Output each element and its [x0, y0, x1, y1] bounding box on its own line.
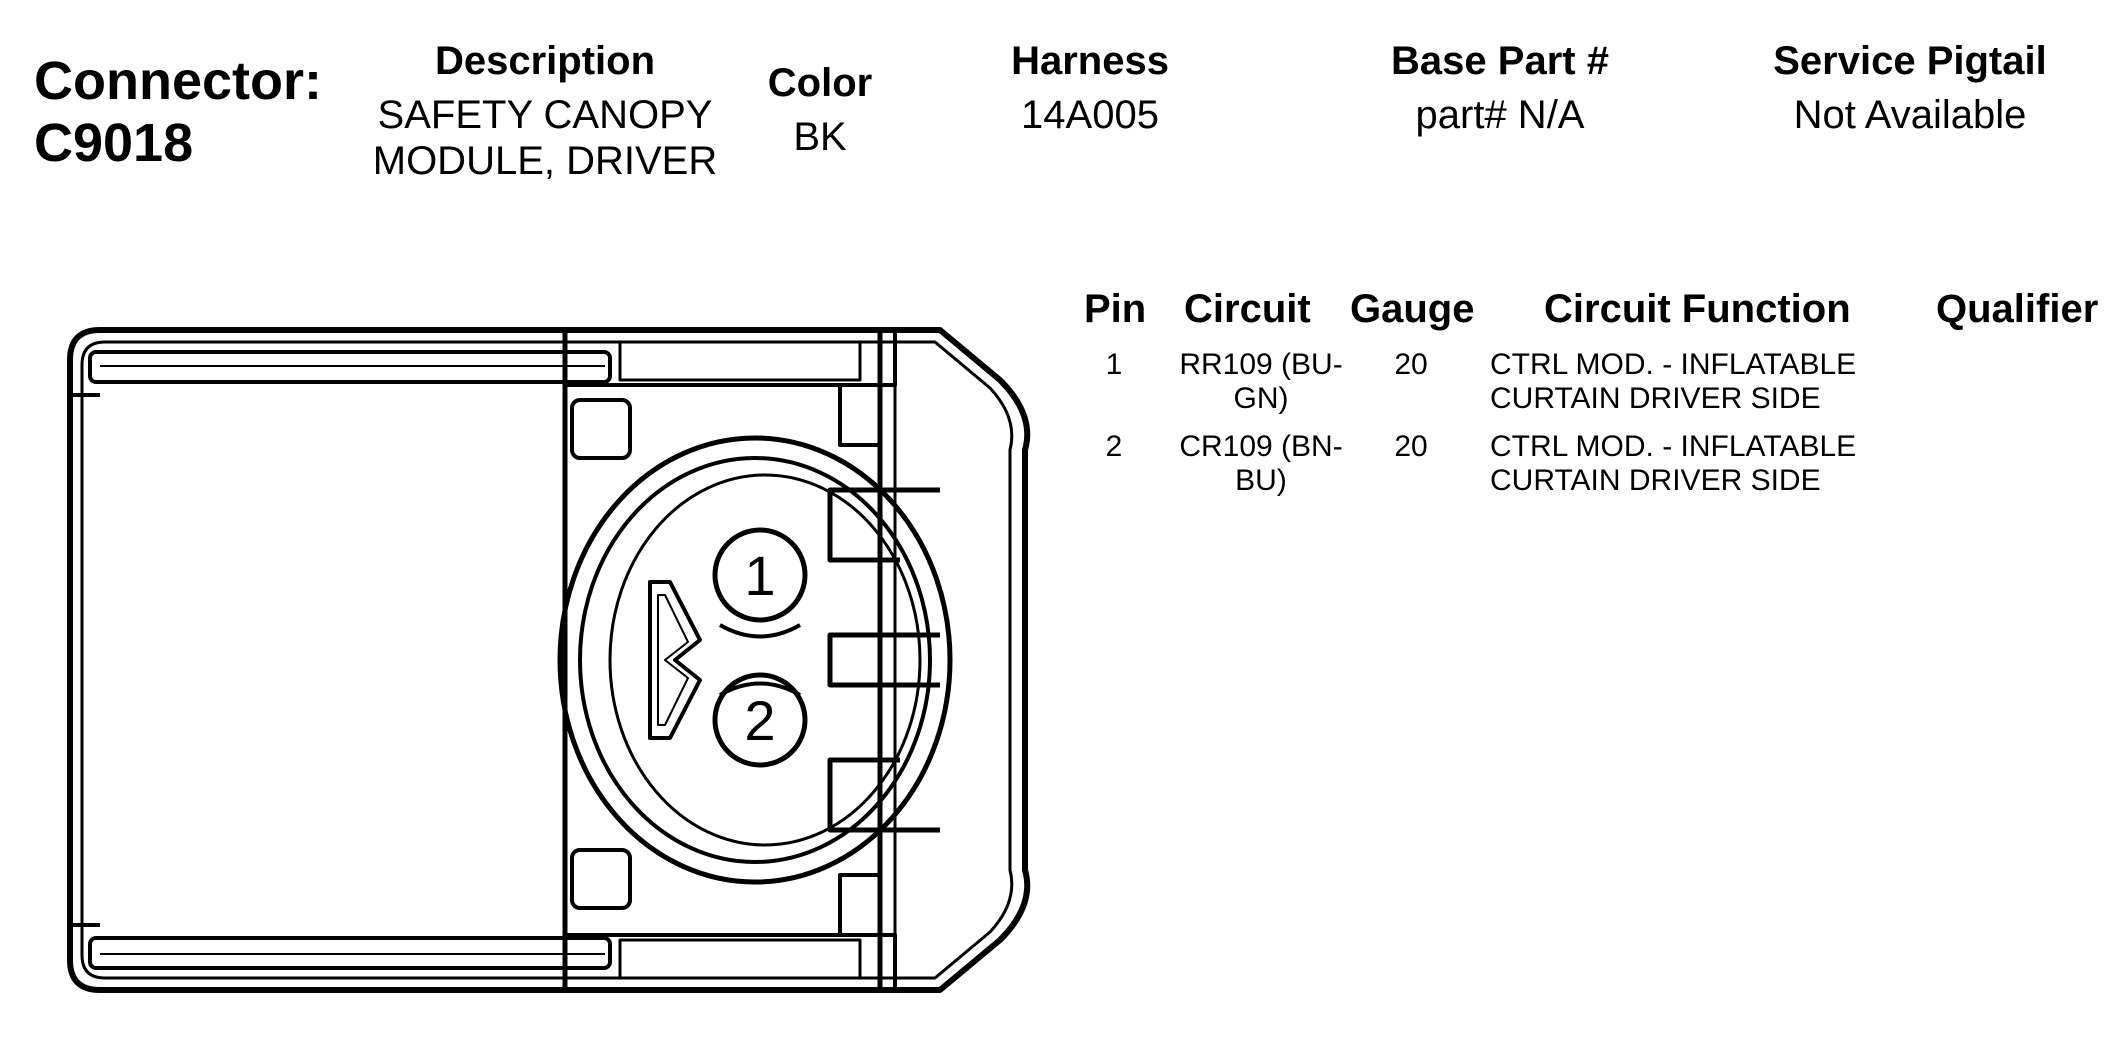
row2-gauge: 20: [1394, 430, 1428, 463]
housing-outline: [67, 327, 1031, 993]
description-line2: MODULE, DRIVER: [372, 139, 718, 183]
polarizing-key-inner: [657, 594, 689, 726]
description-heading: Description: [434, 39, 656, 83]
top-rail: [88, 350, 612, 384]
mating-face-inner: [608, 473, 922, 847]
connector-heading: Connector: C9018: [34, 50, 322, 174]
row1-circuit-line2: GN): [1233, 382, 1289, 415]
top-channel-inner: [618, 340, 862, 382]
harness-column: Harness 14A005: [980, 38, 1200, 138]
top-channel: [563, 328, 897, 387]
description-line1: SAFETY CANOPY: [377, 93, 713, 137]
key-slot-mid: [827, 632, 940, 688]
row2-function-line2: CURTAIN DRIVER SIDE: [1490, 464, 1821, 497]
row2-function-line1: CTRL MOD. - INFLATABLE: [1490, 430, 1857, 463]
harness-heading: Harness: [1011, 39, 1169, 83]
row1-function-line1: CTRL MOD. - INFLATABLE: [1490, 348, 1857, 381]
row1-circuit-line1: RR109 (BU-: [1179, 348, 1343, 381]
bottom-channel-inner: [618, 938, 862, 980]
column-header-pin: Pin: [1084, 287, 1147, 331]
row1-gauge: 20: [1394, 348, 1428, 381]
color-value: BK: [793, 115, 847, 159]
mating-face-outer: [557, 435, 953, 885]
column-header-circuit: Circuit: [1184, 287, 1311, 331]
right-shoulder-top: [838, 383, 882, 447]
mating-face-ring: [578, 456, 932, 864]
row1-circuit: RR109 (BU- GN): [1176, 348, 1346, 416]
color-heading: Color: [767, 61, 873, 105]
row2-circuit-function: CTRL MOD. - INFLATABLE CURTAIN DRIVER SI…: [1490, 430, 1910, 498]
right-shoulder-bottom: [838, 873, 882, 937]
bottom-channel: [563, 933, 897, 992]
pin-cavity-2: [712, 672, 808, 768]
bottom-rail: [88, 936, 612, 970]
polarizing-key: [648, 580, 702, 740]
pin-cavity-1: [712, 527, 808, 623]
row2-circuit-line1: CR109 (BN-: [1179, 430, 1343, 463]
key-slot-bottom: [827, 757, 940, 833]
base-part-value: part# N/A: [1415, 93, 1585, 137]
column-header-gauge: Gauge: [1350, 287, 1475, 331]
base-part-heading: Base Part #: [1391, 39, 1609, 83]
housing-inner-outline: [80, 340, 1014, 980]
row2-circuit-line2: BU): [1235, 464, 1287, 497]
column-header-qualifier: Qualifier: [1936, 287, 2099, 331]
row1-pin: 1: [1105, 348, 1123, 381]
color-column: Color BK: [755, 60, 885, 160]
key-slot-top: [827, 487, 940, 563]
column-header-circuit-function: Circuit Function: [1544, 287, 1851, 331]
row1-function-line2: CURTAIN DRIVER SIDE: [1490, 382, 1821, 415]
service-pigtail-column: Service Pigtail Not Available: [1720, 38, 2100, 138]
base-part-column: Base Part # part# N/A: [1360, 38, 1640, 138]
row2-circuit: CR109 (BN- BU): [1176, 430, 1346, 498]
connector-id: C9018: [34, 113, 194, 173]
connector-label: Connector:: [34, 51, 322, 111]
connector-face-drawing: 1 2: [67, 327, 1031, 993]
harness-value: 14A005: [1021, 93, 1159, 137]
service-pigtail-value: Not Available: [1793, 93, 2027, 137]
pin-label-2: 2: [744, 689, 775, 752]
latch-square-top: [570, 398, 632, 460]
row1-circuit-function: CTRL MOD. - INFLATABLE CURTAIN DRIVER SI…: [1490, 348, 1910, 416]
service-pigtail-heading: Service Pigtail: [1773, 39, 2047, 83]
pin-label-1: 1: [744, 544, 775, 607]
latch-square-bottom: [570, 848, 632, 910]
row2-pin: 2: [1105, 430, 1123, 463]
description-column: Description SAFETY CANOPY MODULE, DRIVER: [355, 38, 735, 184]
